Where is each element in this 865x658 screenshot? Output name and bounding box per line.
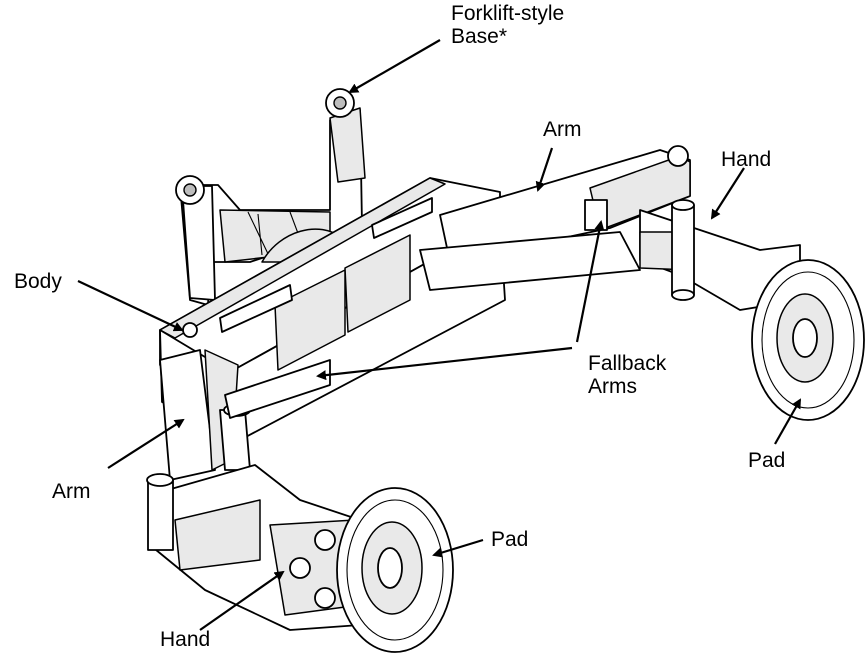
- pad-right: [751, 259, 865, 421]
- label-body: Body: [14, 270, 62, 293]
- leader-body: [77, 280, 184, 332]
- leader-arm-top: [535, 147, 554, 192]
- arm-top: [419, 145, 691, 291]
- label-fallback-arms: Fallback Arms: [588, 352, 666, 398]
- label-hand-bottom: Hand: [160, 628, 211, 651]
- label-forklift-base: Forklift-style Base*: [451, 2, 564, 48]
- leader-pad-bottom: [432, 538, 484, 558]
- label-forklift-base-line1: Forklift-style: [451, 2, 565, 25]
- leader-hand-top: [710, 167, 745, 220]
- leader-pad-right: [774, 398, 801, 445]
- label-forklift-base-line2: Base*: [451, 25, 508, 48]
- label-fallback-arms-line1: Fallback: [588, 352, 667, 375]
- leader-arm-left: [107, 418, 185, 469]
- label-fallback-arms-line2: Arms: [588, 375, 637, 398]
- leader-fallback-2: [316, 346, 573, 381]
- label-arm-top: Arm: [543, 118, 582, 141]
- hand-right: [639, 199, 801, 311]
- label-arm-left: Arm: [52, 480, 91, 503]
- label-pad-bottom: Pad: [491, 528, 529, 551]
- leader-base: [348, 39, 441, 94]
- label-hand-top: Hand: [721, 148, 772, 171]
- leader-fallback-1: [575, 220, 605, 343]
- hand-bottom: [146, 464, 361, 631]
- label-pad-right: Pad: [748, 449, 786, 472]
- leader-arrows: [77, 39, 801, 631]
- leader-hand-bottom: [199, 570, 285, 631]
- pad-bottom: [336, 487, 454, 653]
- arm-left: [159, 349, 331, 481]
